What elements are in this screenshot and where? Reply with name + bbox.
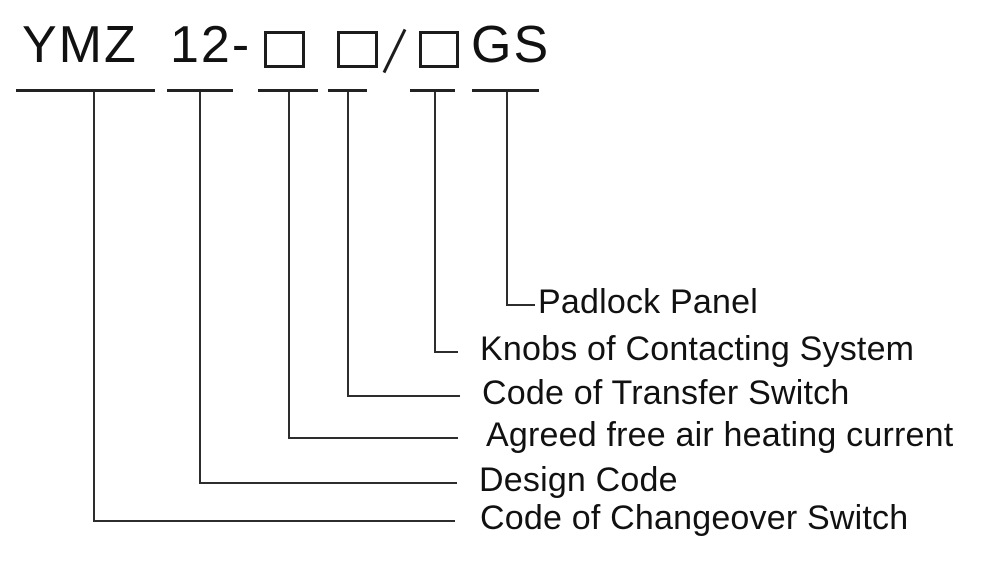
placeholder-box-placeholder-3 bbox=[419, 31, 459, 68]
callout-vline-knobs-of-contacting-system bbox=[434, 92, 436, 353]
callout-vline-agreed-free-air-heating-current bbox=[288, 92, 290, 439]
segment-underline-knobs-of-contacting-system bbox=[410, 89, 455, 92]
callout-vline-design-code bbox=[199, 92, 201, 484]
slash-separator bbox=[382, 28, 407, 74]
segment-underline-padlock-panel bbox=[472, 89, 539, 92]
callout-vline-padlock-panel bbox=[506, 92, 508, 306]
callout-vline-code-of-changeover-switch bbox=[93, 92, 95, 522]
segment-underline-design-code bbox=[167, 89, 233, 92]
part-label-agreed-free-air-heating-current: Agreed free air heating current bbox=[486, 416, 954, 454]
callout-hline-knobs-of-contacting-system bbox=[434, 351, 458, 353]
model-code-segment-design-number: 12- bbox=[170, 16, 252, 74]
part-label-knobs-of-contacting-system: Knobs of Contacting System bbox=[480, 330, 915, 368]
placeholder-box-placeholder-1 bbox=[264, 31, 305, 68]
callout-hline-padlock-panel bbox=[506, 304, 535, 306]
callout-hline-code-of-changeover-switch bbox=[93, 520, 455, 522]
segment-underline-code-of-transfer-switch bbox=[328, 89, 367, 92]
callout-hline-code-of-transfer-switch bbox=[347, 395, 460, 397]
model-code-segment-ymz: YMZ bbox=[22, 16, 138, 74]
placeholder-box-placeholder-2 bbox=[337, 31, 378, 68]
callout-vline-code-of-transfer-switch bbox=[347, 92, 349, 397]
segment-underline-agreed-free-air-heating-current bbox=[258, 89, 318, 92]
callout-hline-agreed-free-air-heating-current bbox=[288, 437, 458, 439]
part-label-design-code: Design Code bbox=[479, 461, 678, 499]
part-label-code-of-transfer-switch: Code of Transfer Switch bbox=[482, 374, 850, 412]
part-label-padlock-panel: Padlock Panel bbox=[538, 283, 758, 321]
callout-hline-design-code bbox=[199, 482, 457, 484]
part-label-code-of-changeover-switch: Code of Changeover Switch bbox=[480, 499, 909, 537]
segment-underline-code-of-changeover-switch bbox=[16, 89, 155, 92]
model-code-segment-gs: GS bbox=[471, 16, 551, 74]
